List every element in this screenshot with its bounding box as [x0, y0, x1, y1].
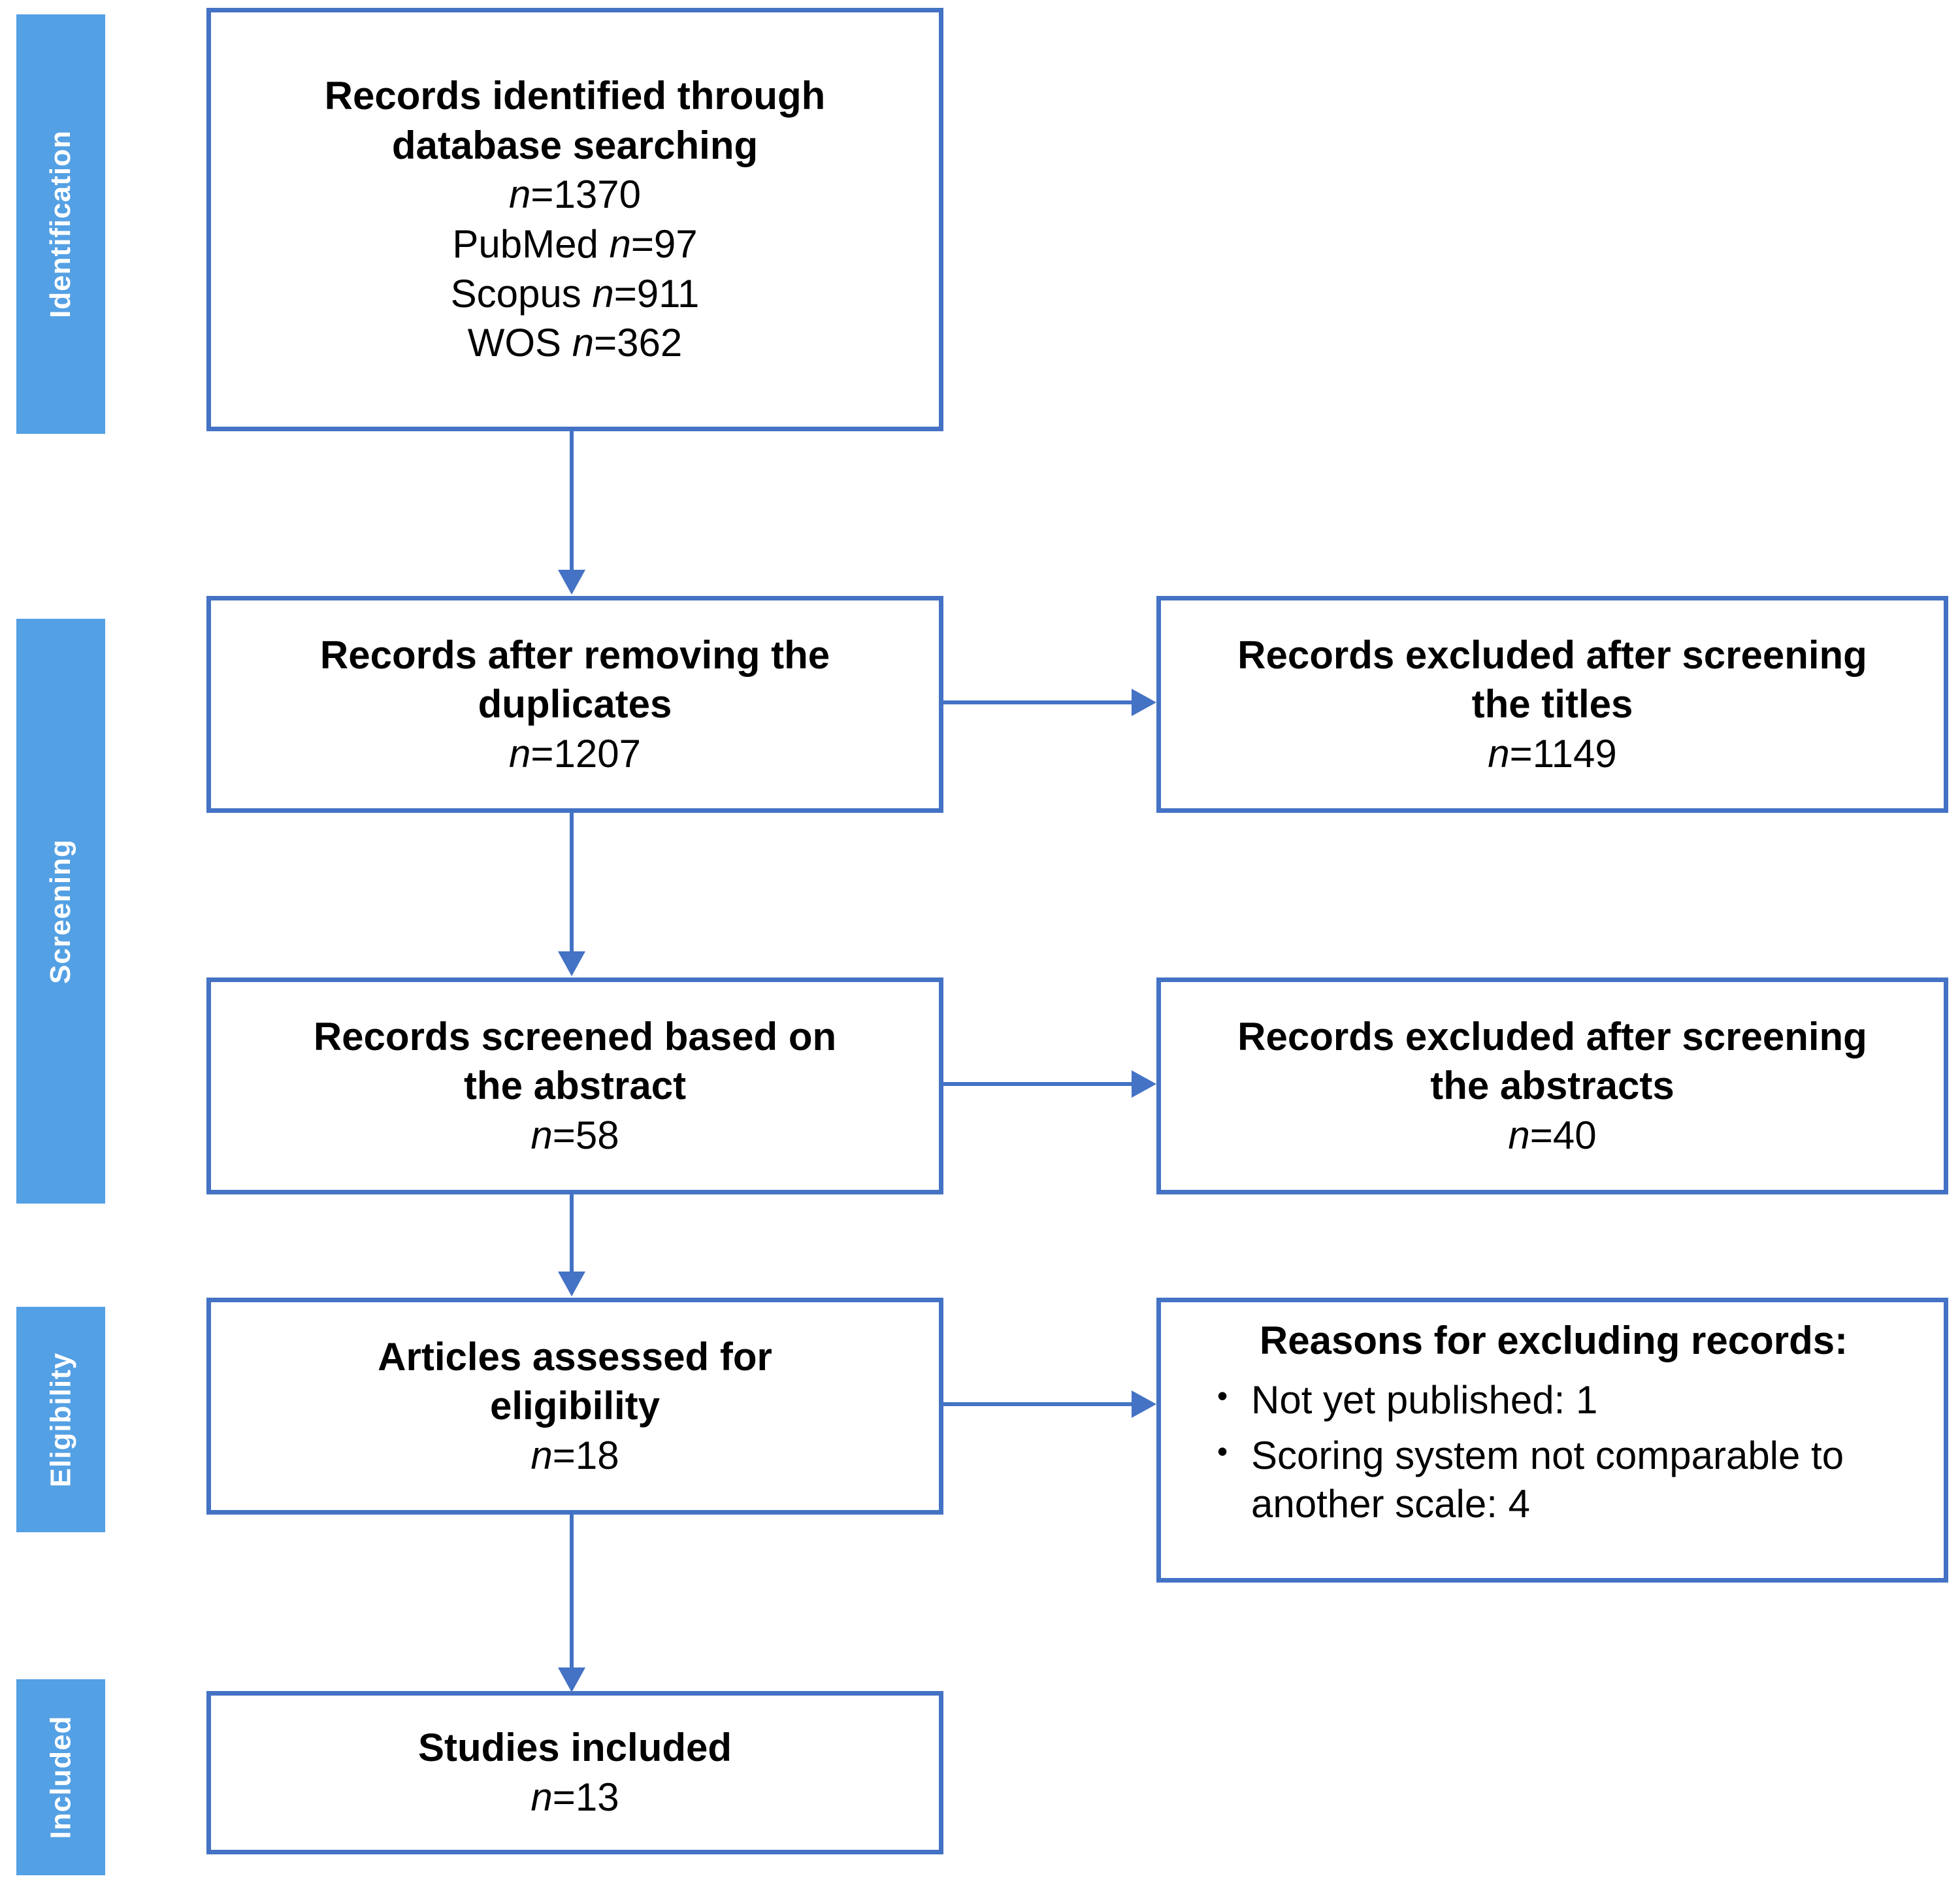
eligibility-assessed-line2: eligibility: [489, 1384, 661, 1428]
studies-included-title: Studies included: [417, 1726, 732, 1770]
after-duplicates-title-line2: duplicates: [478, 682, 672, 727]
stage-bar-screening: Screening: [16, 619, 105, 1204]
arrow-abstract-to-eligibility: [558, 1272, 585, 1296]
stage-label-eligibility: Eligibility: [44, 1352, 77, 1487]
connector-abstract-to-excluded-abstracts: [943, 1082, 1133, 1086]
screened-abstract-line1: Records screened based on: [313, 1014, 837, 1059]
records-identified-title-line2: database searching: [391, 123, 759, 167]
list-item: Scoring system not comparable to another…: [1217, 1430, 1927, 1527]
connector-eligibility-to-included: [570, 1515, 574, 1670]
stage-label-screening: Screening: [44, 838, 76, 984]
stage-bar-included: Included: [16, 1679, 105, 1875]
after-duplicates-title-line1: Records after removing the: [319, 632, 830, 677]
eligibility-assessed-count: n=18: [531, 1433, 619, 1477]
arrow-duplicates-to-screened-abstract: [558, 951, 585, 976]
excluded-abstracts-line2: the abstracts: [1430, 1064, 1674, 1108]
box-studies-included: Studies included n=13: [206, 1691, 943, 1854]
box-records-identified: Records identified through database sear…: [206, 8, 943, 431]
records-identified-wos: WOS n=362: [467, 321, 683, 365]
arrow-identified-to-duplicates: [558, 570, 585, 595]
records-identified-pubmed: PubMed n=97: [452, 222, 698, 266]
stage-bar-eligibility: Eligibility: [16, 1307, 105, 1532]
records-identified-total: n=1370: [509, 172, 641, 217]
records-identified-title-line1: Records identified through: [324, 74, 826, 118]
arrow-eligibility-to-included: [558, 1667, 585, 1692]
stage-bar-identification: Identification: [16, 14, 105, 434]
connector-identified-to-duplicates: [570, 431, 574, 572]
screened-abstract-count: n=58: [531, 1113, 619, 1157]
excluded-titles-line1: Records excluded after screening: [1237, 632, 1867, 677]
connector-duplicates-to-screened-abstract: [570, 813, 574, 954]
stage-label-identification: Identification: [44, 130, 76, 318]
list-item: Not yet published: 1: [1217, 1375, 1927, 1424]
arrow-duplicates-to-excluded-titles: [1132, 689, 1156, 716]
connector-eligibility-to-reasons: [943, 1402, 1133, 1406]
arrow-eligibility-to-reasons: [1132, 1390, 1156, 1418]
connector-abstract-to-eligibility: [570, 1194, 574, 1273]
exclusion-reasons-list: Not yet published: 1 Scoring system not …: [1181, 1368, 1927, 1528]
screened-abstract-line2: the abstract: [463, 1064, 687, 1108]
box-excluded-titles: Records excluded after screening the tit…: [1156, 596, 1948, 813]
eligibility-assessed-line1: Articles assessed for: [378, 1334, 772, 1379]
connector-duplicates-to-excluded-titles: [943, 700, 1133, 704]
excluded-abstracts-count: n=40: [1508, 1113, 1597, 1157]
box-eligibility-assessed: Articles assessed for eligibility n=18: [206, 1298, 943, 1515]
box-excluded-abstracts: Records excluded after screening the abs…: [1156, 977, 1948, 1194]
studies-included-count: n=13: [531, 1775, 619, 1819]
exclusion-reasons-heading: Reasons for excluding records:: [1259, 1319, 1848, 1362]
records-identified-scopus: Scopus n=911: [450, 271, 700, 316]
after-duplicates-count: n=1207: [509, 731, 641, 776]
stage-label-included: Included: [44, 1715, 76, 1839]
box-screened-abstract: Records screened based on the abstract n…: [206, 977, 943, 1194]
box-after-duplicates: Records after removing the duplicates n=…: [206, 596, 943, 813]
excluded-abstracts-line1: Records excluded after screening: [1237, 1014, 1867, 1059]
arrow-abstract-to-excluded-abstracts: [1132, 1070, 1156, 1098]
excluded-titles-line2: the titles: [1471, 682, 1633, 727]
excluded-titles-count: n=1149: [1488, 731, 1617, 776]
box-exclusion-reasons: Reasons for excluding records: Not yet p…: [1156, 1298, 1948, 1583]
